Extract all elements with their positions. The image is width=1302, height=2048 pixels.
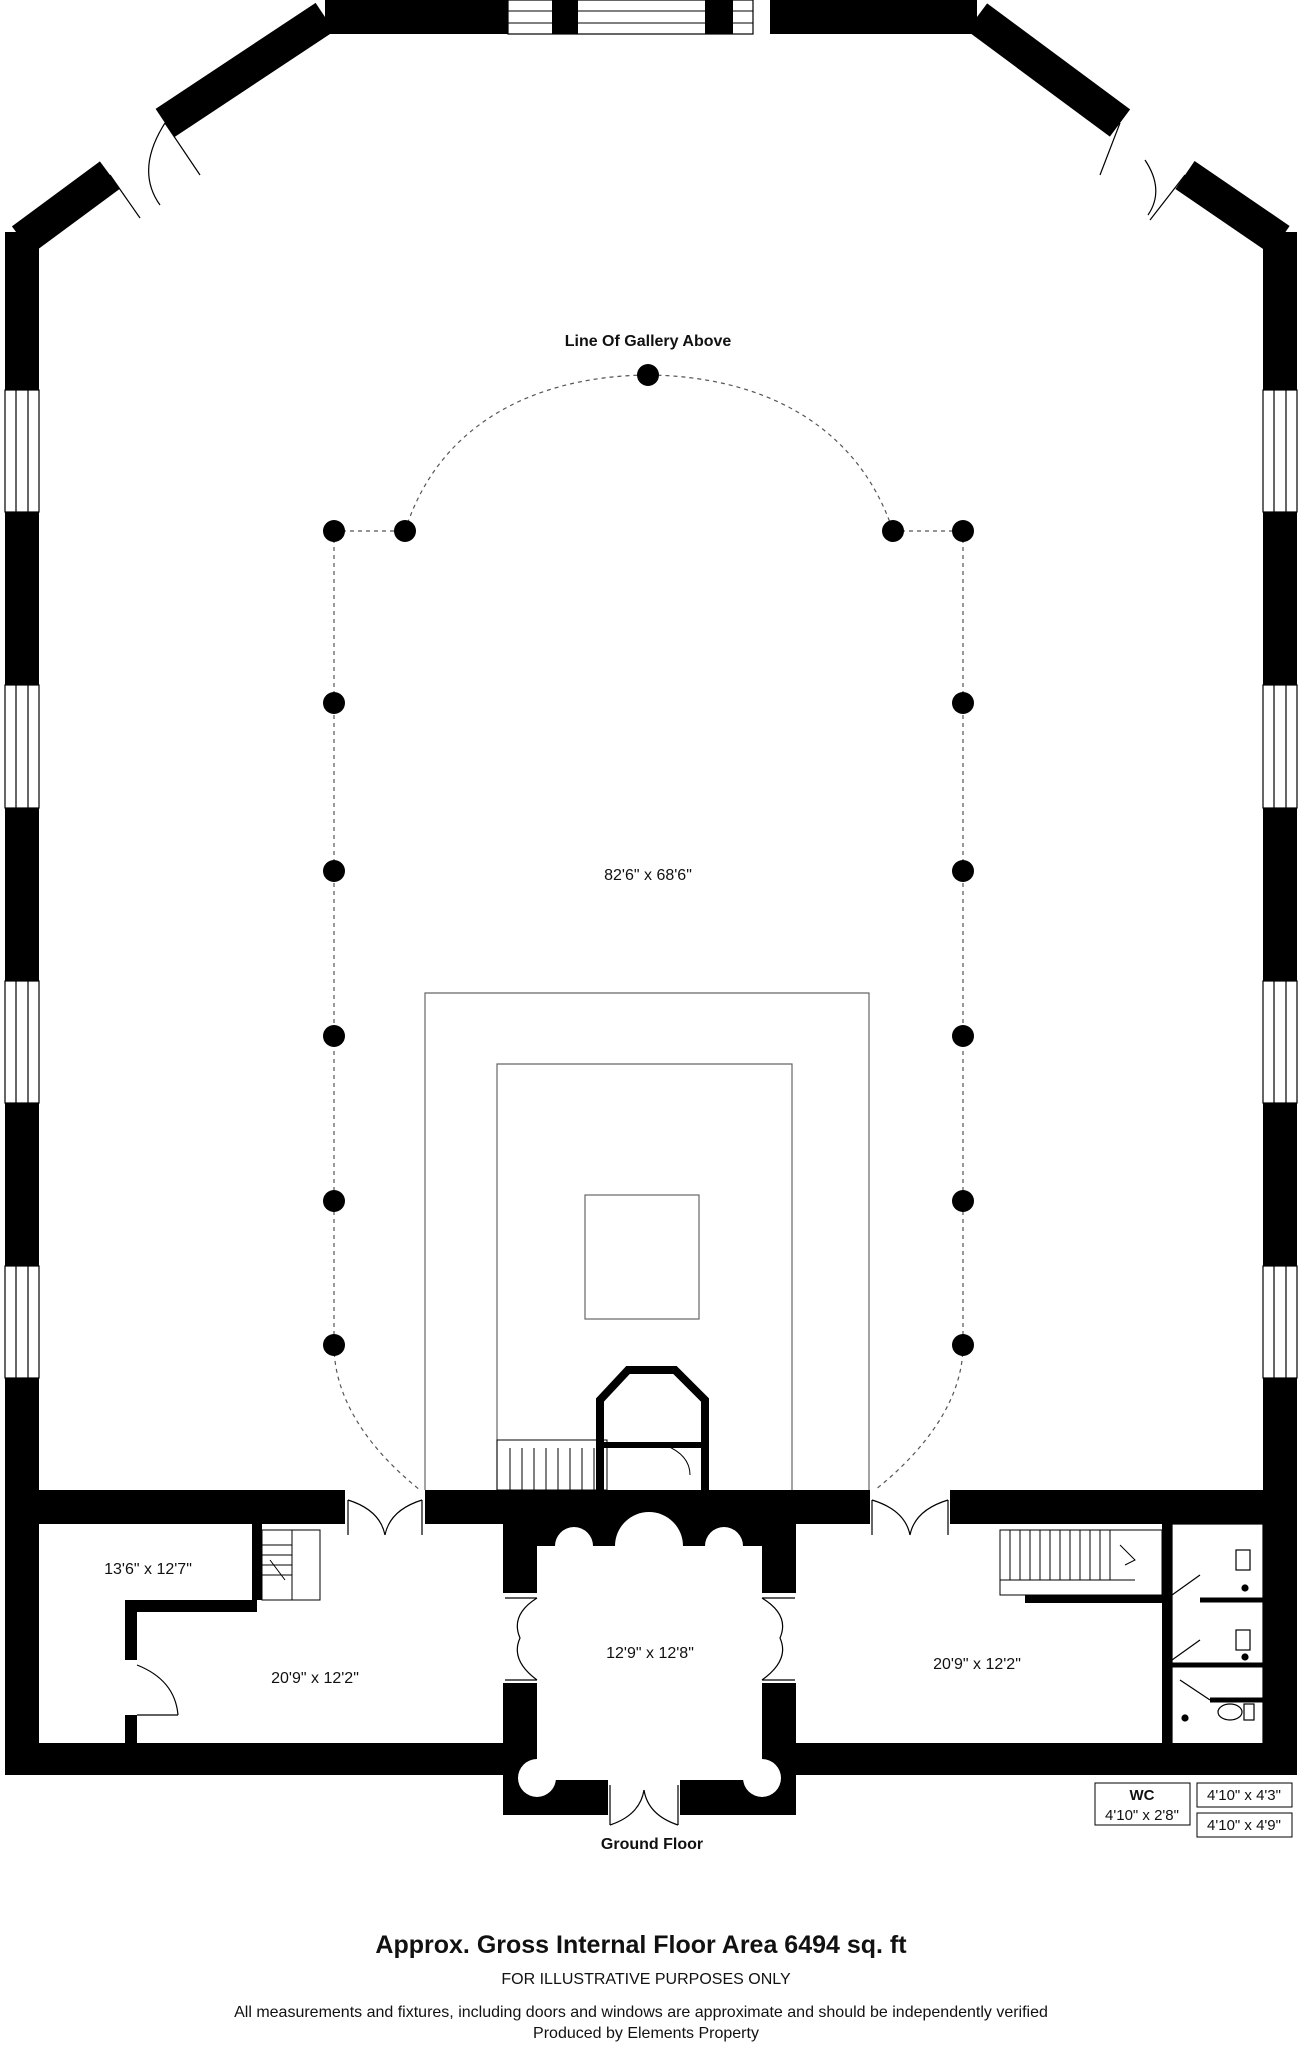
main-hall-walls bbox=[5, 0, 1297, 1490]
right-windows bbox=[1262, 389, 1298, 1379]
left-room-door bbox=[120, 1660, 179, 1716]
room-left-small-dimensions: 13'6" x 12'7" bbox=[104, 1561, 192, 1578]
column bbox=[952, 1025, 974, 1047]
producer-credit: Produced by Elements Property bbox=[533, 2025, 759, 2042]
column bbox=[323, 1190, 345, 1212]
small-room-2-box bbox=[1196, 1812, 1293, 1838]
gallery-note: Line Of Gallery Above bbox=[565, 333, 732, 350]
column bbox=[952, 1334, 974, 1356]
column bbox=[323, 1334, 345, 1356]
left-stairs bbox=[261, 1529, 321, 1601]
illustrative-note: FOR ILLUSTRATIVE PURPOSES ONLY bbox=[501, 1971, 791, 1988]
column bbox=[323, 692, 345, 714]
pulpit-stair bbox=[496, 1366, 709, 1491]
column bbox=[952, 1190, 974, 1212]
gallery-columns bbox=[323, 364, 974, 1356]
left-windows bbox=[4, 389, 40, 1379]
column bbox=[882, 520, 904, 542]
main-hall-dimensions: 82'6" x 68'6" bbox=[604, 867, 692, 884]
wc-dimensions: 4'10" x 2'8" bbox=[1105, 1807, 1179, 1824]
small-room-1-box bbox=[1196, 1782, 1293, 1808]
entrance-side-doors bbox=[500, 1593, 800, 1683]
small-room-1-dimensions: 4'10" x 4'3" bbox=[1207, 1787, 1281, 1804]
wc-name: WC bbox=[1130, 1787, 1155, 1804]
column bbox=[952, 692, 974, 714]
column bbox=[394, 520, 416, 542]
room-left-dimensions: 20'9" x 12'2" bbox=[271, 1670, 359, 1687]
column bbox=[952, 520, 974, 542]
floor-area: Approx. Gross Internal Floor Area 6494 s… bbox=[375, 1931, 907, 1959]
column bbox=[323, 1025, 345, 1047]
column bbox=[323, 520, 345, 542]
corner-door-left bbox=[109, 122, 201, 219]
gallery-line bbox=[333, 374, 964, 1491]
top-windows bbox=[507, 0, 754, 35]
corner-door-right bbox=[1099, 122, 1186, 221]
entrance-niches bbox=[518, 1512, 781, 1797]
hall-doors bbox=[345, 1490, 950, 1536]
wc-cubicles bbox=[1171, 1523, 1294, 1753]
floor-label: Ground Floor bbox=[601, 1836, 703, 1853]
column bbox=[952, 860, 974, 882]
central-platform bbox=[424, 992, 870, 1490]
column bbox=[323, 860, 345, 882]
entrance-hall-dimensions: 12'9" x 12'8" bbox=[606, 1645, 694, 1662]
right-stairs bbox=[999, 1529, 1163, 1596]
room-right-dimensions: 20'9" x 12'2" bbox=[933, 1656, 1021, 1673]
disclaimer: All measurements and fixtures, including… bbox=[234, 2004, 1048, 2021]
right-wall-piers bbox=[1263, 232, 1297, 1490]
small-room-2-dimensions: 4'10" x 4'9" bbox=[1207, 1817, 1281, 1834]
column bbox=[637, 364, 659, 386]
wc-label-box bbox=[1094, 1782, 1191, 1826]
front-door bbox=[608, 1780, 680, 1826]
left-wall-piers bbox=[5, 232, 39, 1490]
